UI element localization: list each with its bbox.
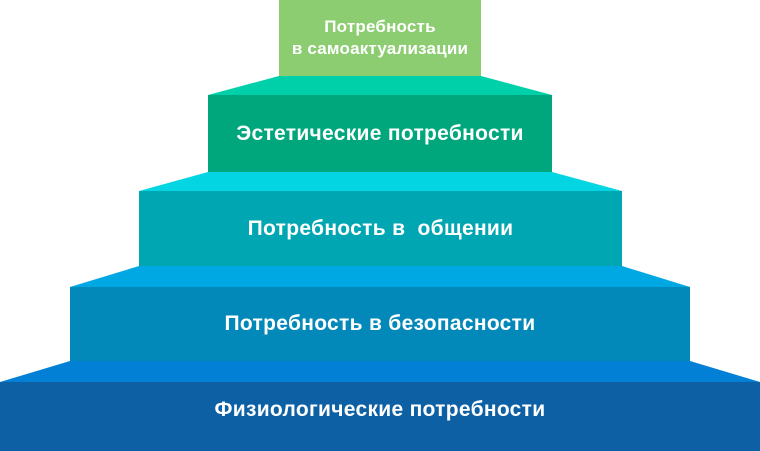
pyramid-level-1-label: Потребность в самоактуализации (291, 17, 469, 58)
pyramid-level-5-front-face: Физиологические потребности (0, 382, 760, 451)
pyramid-level-3-front-face: Потребность в общении (139, 191, 622, 266)
pyramid-level-3-top-face (139, 172, 622, 191)
pyramid-level-4-front-face: Потребность в безопасности (70, 287, 690, 361)
pyramid-level-5-top-face (0, 361, 760, 382)
pyramid-level-5-label: Физиологические потребности (214, 398, 546, 421)
pyramid-level-1-front-face: Потребность в самоактуализации (279, 0, 481, 76)
pyramid-level-2-top-face (208, 76, 552, 95)
pyramid-level-2-front-face: Эстетические потребности (208, 95, 552, 172)
pyramid-level-4-label: Потребность в безопасности (224, 312, 536, 335)
pyramid-level-2-label: Эстетические потребности (236, 121, 524, 145)
pyramid-level-3-label: Потребность в общении (247, 216, 514, 240)
pyramid-level-4-top-face (70, 266, 690, 287)
